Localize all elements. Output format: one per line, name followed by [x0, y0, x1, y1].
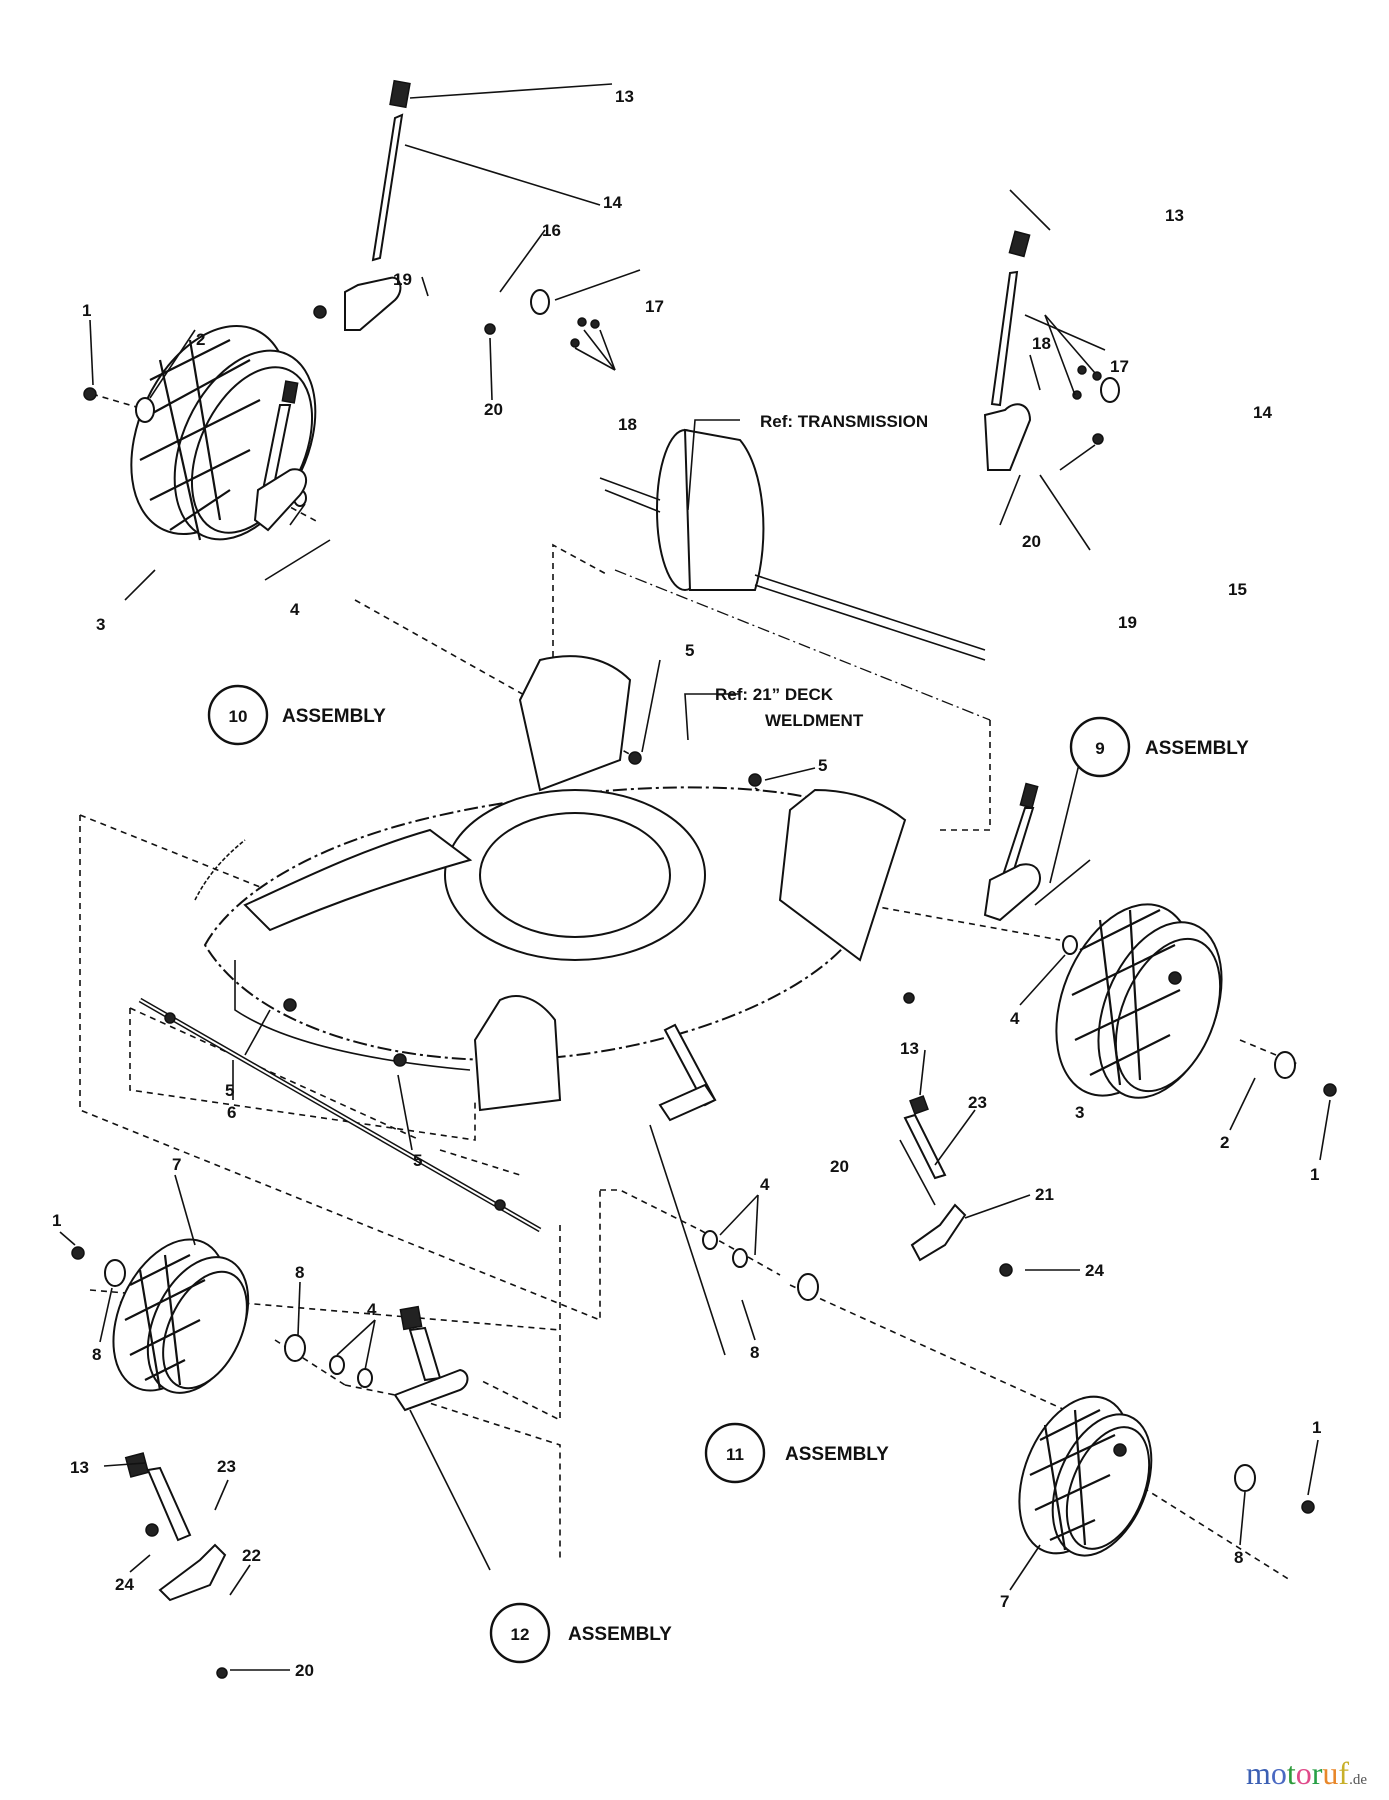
height-adjuster-levers	[124, 79, 1041, 1602]
callout-22: 22	[242, 1546, 261, 1565]
hardware	[71, 289, 1337, 1679]
callout-7: 7	[172, 1155, 181, 1174]
callout-13: 13	[615, 87, 634, 106]
callout-5: 5	[818, 756, 827, 775]
callout-3: 3	[1075, 1103, 1084, 1122]
deck-weldment	[194, 655, 907, 1112]
watermark-letter: t	[1286, 1755, 1296, 1791]
transmission	[599, 428, 986, 661]
axle	[138, 997, 542, 1233]
callout-8: 8	[295, 1263, 304, 1282]
assembly-callout-9: 9 ASSEMBLY	[1069, 716, 1249, 778]
callout-13: 13	[1165, 206, 1184, 225]
callout-23: 23	[968, 1093, 987, 1112]
assembly-label: ASSEMBLY	[568, 1624, 672, 1645]
callout-24: 24	[115, 1575, 134, 1594]
callout-21: 21	[1035, 1185, 1054, 1204]
front-right-wheel	[1018, 1395, 1153, 1557]
callout-18: 18	[618, 415, 637, 434]
assembly-number: 10	[229, 707, 248, 726]
callout-18: 18	[1032, 334, 1051, 353]
assembly-number: 9	[1095, 739, 1104, 758]
callout-1: 1	[1310, 1165, 1319, 1184]
callout-20: 20	[484, 400, 503, 419]
ref-deck-label-line2: WELDMENT	[765, 711, 864, 730]
assembly-label: ASSEMBLY	[785, 1444, 889, 1465]
callout-19: 19	[393, 270, 412, 289]
callout-14: 14	[603, 193, 622, 212]
assembly-callout-10: 10 ASSEMBLY	[207, 684, 386, 746]
assembly-label: ASSEMBLY	[1145, 738, 1249, 759]
part-callouts: 13 14 16 17 18 19 20 1 2 3 4 13 14 15 17…	[52, 87, 1321, 1680]
leader-lines	[59, 83, 1331, 1671]
assembly-label: ASSEMBLY	[282, 706, 386, 727]
watermark-letter: m	[1245, 1755, 1271, 1791]
callout-13: 13	[70, 1458, 89, 1477]
assembly-number: 12	[511, 1625, 530, 1644]
ref-deck-label-line1: Ref: 21” DECK	[715, 685, 834, 704]
callout-6: 6	[227, 1103, 236, 1122]
callout-8: 8	[1234, 1548, 1243, 1567]
rear-right-wheel	[1055, 903, 1223, 1099]
callout-4: 4	[367, 1300, 377, 1319]
callout-24: 24	[1085, 1261, 1104, 1280]
callout-4: 4	[290, 600, 300, 619]
callout-19: 19	[1118, 613, 1137, 632]
watermark-letter: o	[1295, 1755, 1312, 1791]
callout-4: 4	[1010, 1009, 1020, 1028]
assembly-callout-11: 11 ASSEMBLY	[704, 1422, 889, 1484]
assembly-callout-12: 12 ASSEMBLY	[489, 1602, 672, 1664]
callout-5: 5	[413, 1151, 422, 1170]
callout-23: 23	[217, 1457, 236, 1476]
callout-2: 2	[196, 330, 205, 349]
ref-transmission-label: Ref: TRANSMISSION	[760, 412, 928, 431]
callout-8: 8	[750, 1343, 759, 1362]
callout-5: 5	[685, 641, 694, 660]
callout-7: 7	[1000, 1592, 1009, 1611]
watermark-letter: u	[1322, 1755, 1339, 1791]
callout-13: 13	[900, 1039, 919, 1058]
callout-14: 14	[1253, 403, 1272, 422]
watermark-letter: f	[1338, 1755, 1350, 1791]
callout-1: 1	[82, 301, 91, 320]
callout-1: 1	[1312, 1418, 1321, 1437]
watermark-letter: r	[1311, 1755, 1323, 1791]
callout-17: 17	[1110, 357, 1129, 376]
callout-5: 5	[225, 1081, 234, 1100]
callout-17: 17	[645, 297, 664, 316]
callout-8: 8	[92, 1345, 101, 1364]
watermark-letter: o	[1270, 1755, 1287, 1791]
callout-3: 3	[96, 615, 105, 634]
callout-2: 2	[1220, 1133, 1229, 1152]
callout-20: 20	[830, 1157, 849, 1176]
watermark-logo: motoruf.de	[1246, 1755, 1367, 1792]
callout-4: 4	[760, 1175, 770, 1194]
callout-16: 16	[542, 221, 561, 240]
callout-20: 20	[1022, 532, 1041, 551]
rear-left-wheel	[130, 325, 317, 541]
callout-1: 1	[52, 1211, 61, 1230]
callout-15: 15	[1228, 580, 1247, 599]
assembly-number: 11	[726, 1445, 744, 1464]
watermark-tld: .de	[1349, 1772, 1367, 1788]
front-left-wheel	[112, 1238, 250, 1394]
callout-20: 20	[295, 1661, 314, 1680]
